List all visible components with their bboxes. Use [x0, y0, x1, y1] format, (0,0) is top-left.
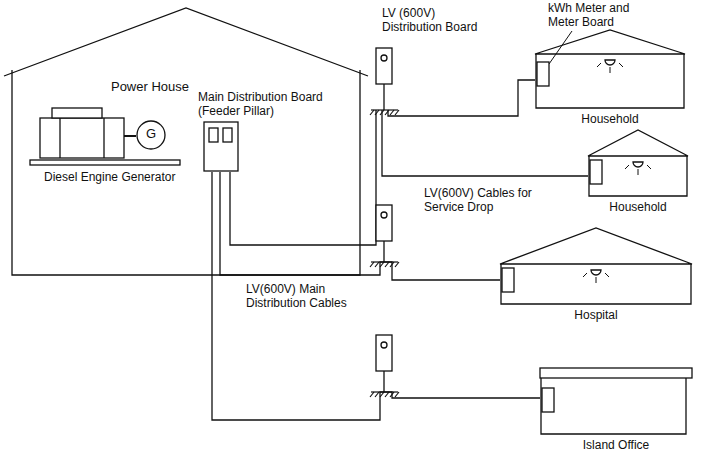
household: Household — [535, 30, 685, 130]
generator-circle: G — [136, 120, 166, 150]
main-distribution-board: Main Distribution Board (Feeder Pillar) — [198, 90, 338, 172]
ground-symbols — [370, 110, 399, 397]
lamp — [633, 162, 643, 167]
lamp-ray — [619, 63, 623, 67]
board-slot — [209, 128, 218, 142]
lamp-ray — [610, 67, 611, 73]
node-label: Main Distribution Board (Feeder Pillar) — [198, 90, 326, 118]
ground-hatch — [380, 110, 384, 115]
ground-hatch — [380, 392, 384, 397]
cable-line — [230, 110, 376, 245]
node-label: LV (600V) Distribution Board — [382, 6, 490, 34]
ground-hatch — [385, 110, 389, 115]
power-house-outline — [4, 8, 368, 276]
callout-label: kWh Meter and Meter Board — [548, 1, 646, 29]
flat-roof — [540, 368, 692, 378]
wall — [536, 54, 684, 108]
lamp — [605, 60, 615, 65]
lamp-ray — [625, 165, 629, 169]
ground-hatch — [375, 262, 379, 267]
node-label: Household — [588, 200, 688, 214]
meter-board — [542, 388, 554, 412]
board-slot — [223, 128, 232, 142]
leader-line — [549, 31, 572, 64]
ground-hatch — [395, 392, 399, 397]
ground-hatch — [385, 392, 389, 397]
island-office: Island Office — [540, 368, 692, 458]
lamp-ray — [583, 273, 587, 277]
generator-outline — [137, 121, 165, 149]
engine-detail — [103, 118, 104, 158]
engine-base — [30, 160, 180, 165]
meter-board — [537, 62, 549, 86]
roof — [535, 30, 685, 54]
meter-board — [590, 160, 602, 184]
engine-shaft — [124, 135, 136, 137]
board-box — [204, 122, 238, 171]
ground-hatch — [390, 392, 394, 397]
label-holder: kWh Meter and Meter Board — [548, 1, 646, 29]
ground-hatch — [390, 262, 394, 267]
lamp-ray — [605, 273, 609, 277]
ground-hatch — [370, 262, 374, 267]
wall — [501, 264, 691, 304]
board-post — [383, 371, 384, 392]
roof — [588, 130, 688, 156]
ground-hatch — [385, 262, 389, 267]
board-symbol — [381, 55, 387, 61]
lv-distribution-board: LV (600V) Distribution Board — [372, 6, 494, 110]
board-symbol — [381, 342, 387, 348]
wall — [12, 70, 360, 275]
engine-body — [40, 118, 124, 158]
ground-hatch — [380, 262, 384, 267]
label-holder: LV(600V) Cables for Service Drop — [424, 186, 544, 214]
wall — [589, 156, 687, 196]
ground-hatch — [395, 262, 399, 267]
ground-hatch — [370, 392, 374, 397]
hospital: Hospital — [500, 228, 692, 324]
lamp-ray — [597, 63, 601, 67]
board-symbol — [381, 212, 387, 218]
lamp-ray — [596, 277, 597, 283]
ground-hatch — [390, 110, 394, 115]
cable-line — [382, 110, 588, 176]
label-holder: Diesel Engine Generator — [44, 170, 184, 184]
lamp — [591, 270, 601, 275]
callout-label: LV(600V) Cables for Service Drop — [424, 186, 544, 214]
board-post — [383, 84, 384, 110]
ground-hatch — [375, 392, 379, 397]
board-post — [383, 241, 384, 262]
household: Household — [588, 130, 688, 218]
ground-hatch — [370, 110, 374, 115]
power-house: G Main Distribution Board (Feeder Pillar)… — [4, 8, 368, 276]
engine-detail — [59, 118, 60, 158]
node-label: Hospital — [500, 308, 692, 322]
distribution-board-box — [376, 205, 392, 241]
engine-head — [52, 108, 102, 118]
node-label: G — [136, 127, 166, 141]
node-label: Island Office — [540, 438, 692, 452]
node-label: Power House — [100, 80, 200, 94]
distribution-board-box — [376, 48, 392, 84]
roof — [500, 228, 692, 264]
callout-label: Diesel Engine Generator — [44, 170, 184, 184]
ground-hatch — [395, 110, 399, 115]
label-holder: LV(600V) Main Distribution Cables — [246, 282, 378, 310]
cable-line — [388, 80, 535, 116]
distribution-board-box — [376, 335, 392, 371]
node-label: Household — [535, 112, 685, 126]
callout-label: LV(600V) Main Distribution Cables — [246, 282, 378, 310]
ground-hatch — [375, 110, 379, 115]
lamp-ray — [647, 165, 651, 169]
lamp-ray — [638, 169, 639, 175]
wall — [541, 378, 686, 434]
roof — [4, 8, 368, 76]
meter-board — [502, 268, 514, 292]
